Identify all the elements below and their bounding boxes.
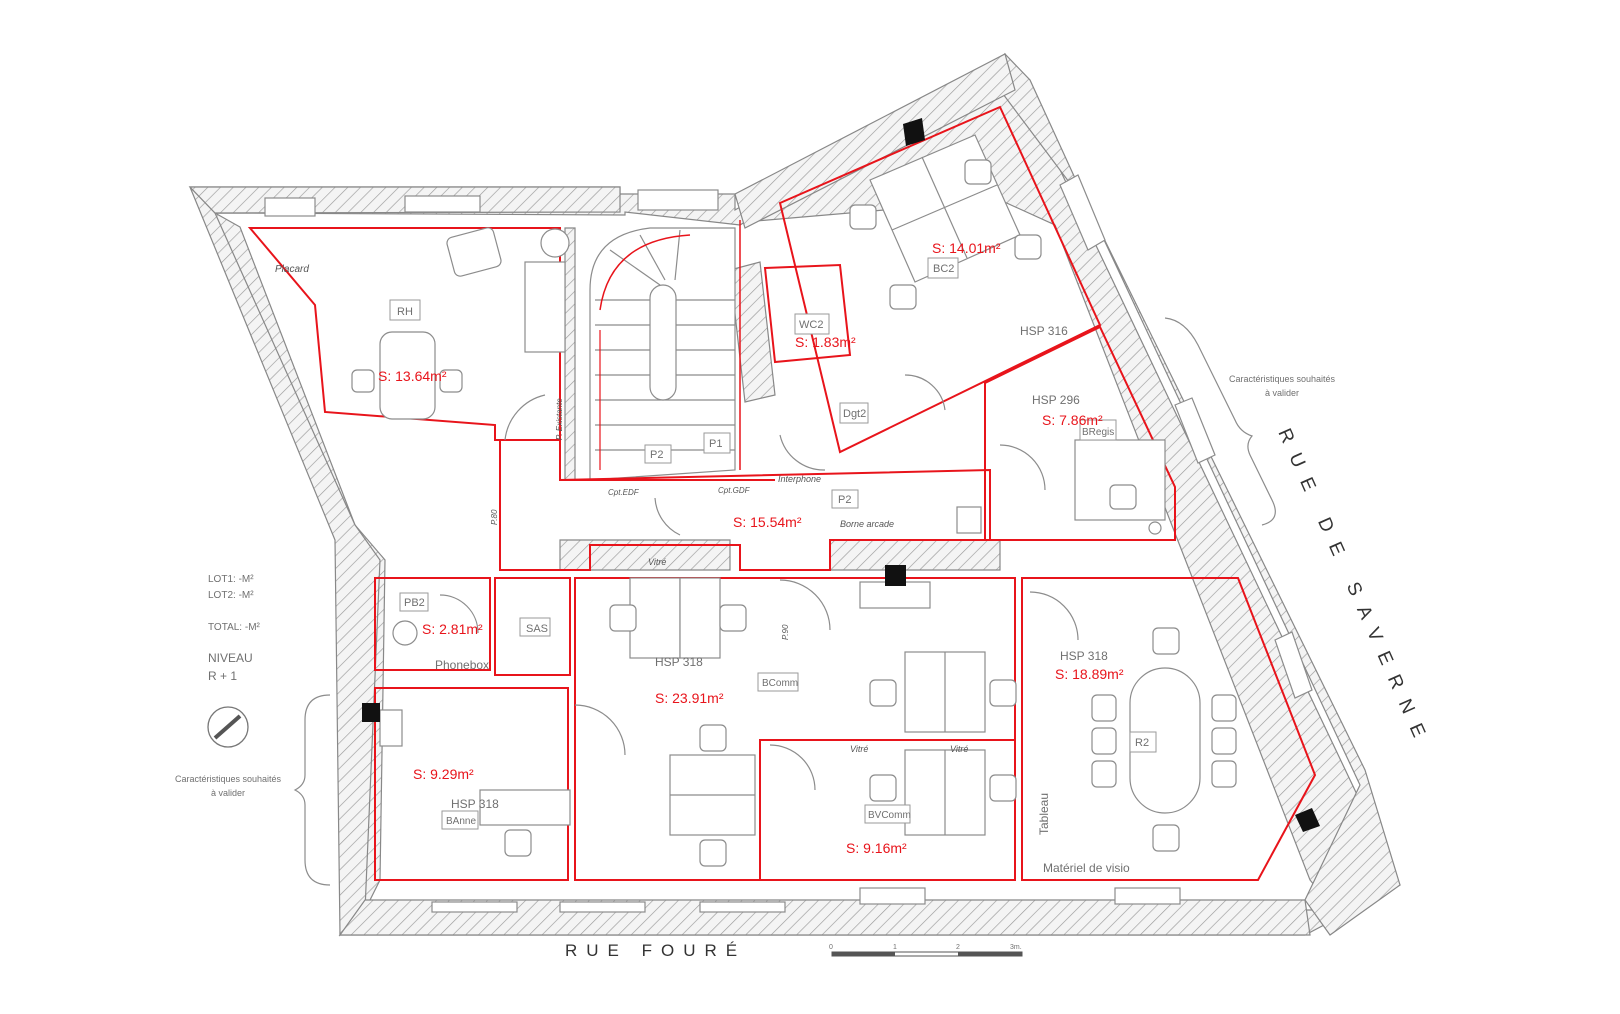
pb2-area: S: 2.81m²	[422, 621, 483, 637]
legend-niveau: NIVEAU	[208, 651, 253, 665]
furniture-pb2	[392, 620, 418, 646]
room-r2	[1021, 577, 1317, 881]
room-sas	[494, 577, 571, 676]
rh-code: RH	[397, 306, 413, 318]
furniture-r2	[1091, 627, 1320, 852]
core-wall	[729, 261, 776, 403]
furniture-rh	[351, 227, 570, 420]
bregis-code: BRegis	[1082, 427, 1114, 438]
bcomm-code: BComm	[762, 678, 798, 689]
windows	[264, 174, 1313, 913]
hall-area: S: 15.54m²	[733, 514, 802, 530]
placard-label: Placard	[275, 264, 309, 275]
room-bregis	[984, 325, 1176, 541]
banne-hsp: HSP 318	[451, 797, 499, 811]
furniture-banne	[362, 703, 571, 857]
bc2-code: BC2	[933, 263, 954, 275]
scale-tick-0: 0	[829, 944, 833, 951]
scale-bar: 0 1 2 3m.	[829, 944, 1023, 957]
r2-code: R2	[1135, 737, 1149, 749]
west-wall	[189, 186, 381, 937]
legend-note-right-2: à valider	[1265, 388, 1299, 398]
north-wall-right	[734, 53, 1016, 229]
cpt-edf-label: Cpt.EDF	[608, 488, 640, 497]
room-bvcomm	[759, 739, 1016, 881]
hall-outline	[499, 439, 991, 571]
banne-area: S: 9.29m²	[413, 766, 474, 782]
furniture-bvcomm	[869, 749, 1017, 836]
legend-total: TOTAL: -M²	[208, 622, 261, 633]
banne-code: BAnne	[446, 816, 476, 827]
bc2-hsp: HSP 316	[1020, 324, 1068, 338]
corridor-wall-2	[829, 539, 1001, 571]
cpt-gdf-label: Cpt.GDF	[718, 486, 751, 495]
sas-code: SAS	[526, 623, 548, 635]
staircase	[589, 220, 741, 481]
room-pb2	[374, 577, 491, 671]
bc2-area: S: 14.01m²	[932, 240, 1001, 256]
legend-bracket-right	[1164, 317, 1276, 526]
legend-note-right-1: Caractéristiques souhaités	[1229, 374, 1336, 384]
pb2-name: Phonebox	[435, 658, 489, 672]
r2-hsp: HSP 318	[1060, 649, 1108, 663]
p2-label-stair: P2	[650, 449, 663, 461]
scale-tick-3: 3m.	[1010, 944, 1022, 951]
p1-label: P1	[709, 438, 722, 450]
pb2-code: PB2	[404, 597, 425, 609]
legend-note-left-1: Caractéristiques souhaités	[175, 774, 282, 784]
legend-lot2: LOT2: -M²	[208, 590, 254, 601]
furniture-bc2	[849, 118, 1042, 310]
legend-note-left-2: à valider	[211, 788, 245, 798]
bregis-hsp: HSP 296	[1032, 393, 1080, 407]
code-boxes	[389, 257, 1157, 830]
legend-bracket-left	[293, 694, 331, 886]
p90-label: P.90	[781, 624, 790, 640]
east-wall	[999, 52, 1401, 936]
vitre-label-3: Vitré	[950, 744, 968, 754]
r2-area: S: 18.89m²	[1055, 666, 1124, 682]
door-swings	[439, 374, 1079, 791]
street-rue-foure: RUE FOURÉ	[565, 941, 746, 960]
furniture-bcomm	[609, 577, 1017, 867]
bcomm-area: S: 23.91m²	[655, 690, 724, 706]
stair-wall	[564, 227, 576, 481]
r2-visio: Matériel de visio	[1043, 861, 1130, 875]
interphone-label: Interphone	[778, 474, 821, 484]
p80-label: P.80	[490, 509, 499, 525]
p2-label-hall: P2	[838, 494, 851, 506]
wc2-code: WC2	[799, 319, 823, 331]
furniture-bregis	[1074, 439, 1166, 535]
borne-label: Borne arcade	[840, 519, 894, 529]
corridor-wall	[559, 539, 731, 571]
vitre-label-1: Vitré	[648, 557, 666, 567]
bcomm-hsp: HSP 318	[655, 655, 703, 669]
vitre-label-2: Vitré	[850, 744, 868, 754]
legend-level: R + 1	[208, 669, 237, 683]
bvcomm-area: S: 9.16m²	[846, 840, 907, 856]
furniture-hall	[885, 506, 982, 586]
room-bc2	[778, 105, 1102, 454]
r2-tableau: Tableau	[1037, 793, 1051, 835]
scale-tick-2: 2	[956, 944, 960, 951]
p-existante-label: P. Existante	[555, 398, 564, 440]
bvcomm-code: BVComm	[868, 810, 911, 821]
legend-lot1: LOT1: -M²	[208, 574, 254, 585]
room-wc2	[763, 263, 852, 364]
bregis-area: S: 7.86m²	[1042, 412, 1103, 428]
dgt2-label: Dgt2	[843, 408, 866, 420]
wc2-area: S: 1.83m²	[795, 334, 856, 350]
north-arrow-icon	[207, 706, 249, 748]
rh-area: S: 13.64m²	[378, 368, 447, 384]
room-banne	[374, 687, 569, 881]
scale-tick-1: 1	[893, 944, 897, 951]
